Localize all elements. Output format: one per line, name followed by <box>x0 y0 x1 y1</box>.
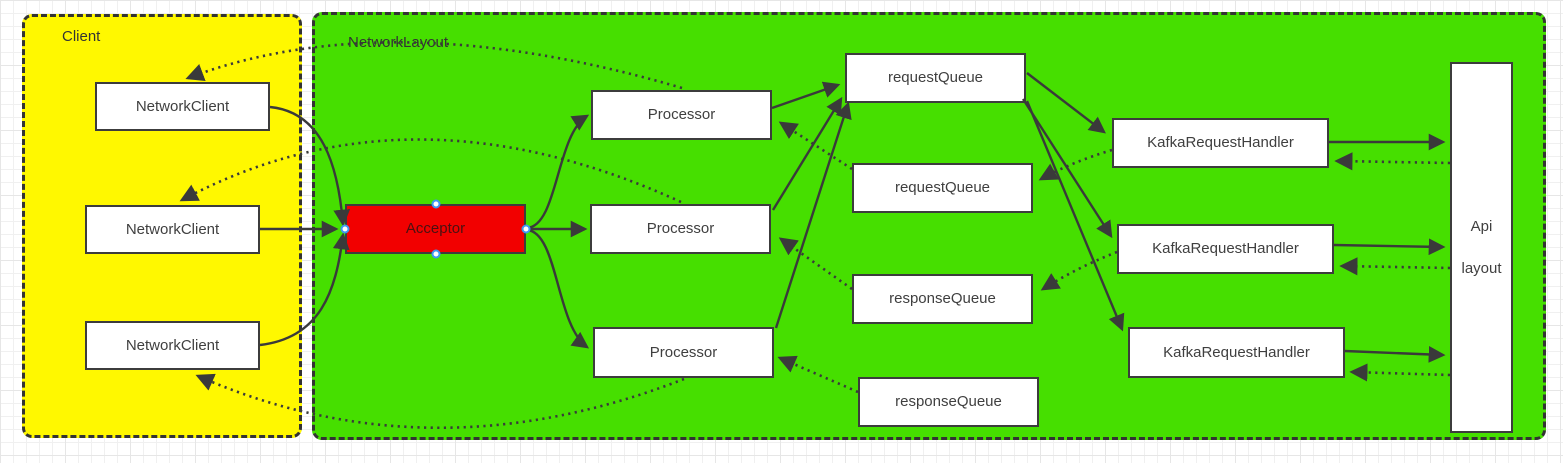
node-acceptor[interactable]: Acceptor <box>345 204 526 254</box>
edge-p2-nc2-dotted[interactable] <box>179 138 682 204</box>
container-network-layout-label: NetworkLayout <box>348 34 449 51</box>
node-api[interactable]: Api layout <box>1450 62 1513 433</box>
node-krh3[interactable]: KafkaRequestHandler <box>1128 327 1345 378</box>
node-nc1[interactable]: NetworkClient <box>95 82 270 131</box>
selection-handle[interactable] <box>431 199 440 209</box>
node-rq1[interactable]: requestQueue <box>845 53 1026 103</box>
container-client-label: Client <box>62 28 101 45</box>
edge-krh3-api-solid[interactable] <box>1344 346 1446 363</box>
edge-nc1-acceptor-solid[interactable] <box>269 105 351 227</box>
node-p1[interactable]: Processor <box>591 90 772 140</box>
edge-api-krh1-dotted[interactable] <box>1334 152 1451 171</box>
selection-handle[interactable] <box>431 249 440 259</box>
node-nc3[interactable]: NetworkClient <box>85 321 260 370</box>
edge-krh1-rq2-dotted[interactable] <box>1038 148 1113 181</box>
selection-handle[interactable] <box>340 224 350 234</box>
edge-p1-nc1-dotted[interactable] <box>185 41 683 90</box>
edge-acceptor-p3-solid[interactable] <box>526 228 590 349</box>
edge-krh2-api-solid[interactable] <box>1333 238 1446 256</box>
node-rq2[interactable]: requestQueue <box>852 163 1033 213</box>
edge-p1-rq1-solid[interactable] <box>771 81 841 110</box>
node-krh1[interactable]: KafkaRequestHandler <box>1112 118 1329 168</box>
edge-p2-rq1-solid[interactable] <box>771 96 843 211</box>
node-nc2[interactable]: NetworkClient <box>85 205 260 254</box>
edge-p3-rq1-solid[interactable] <box>774 101 852 329</box>
edge-p3-nc3-dotted[interactable] <box>195 373 685 430</box>
edge-krh2-respq1-dotted[interactable] <box>1040 250 1118 291</box>
edge-rq1-krh3-solid[interactable] <box>1025 100 1125 332</box>
edge-respq1-p2-dotted[interactable] <box>778 237 853 291</box>
selection-handle[interactable] <box>521 224 531 234</box>
node-p3[interactable]: Processor <box>593 327 774 378</box>
edge-nc3-acceptor-solid[interactable] <box>259 232 350 347</box>
edge-rq1-krh1-solid[interactable] <box>1026 72 1107 134</box>
edge-respq2-p3-dotted[interactable] <box>777 355 859 394</box>
edge-acceptor-p1-solid[interactable] <box>526 114 590 230</box>
node-respq1[interactable]: responseQueue <box>852 274 1033 324</box>
edge-api-krh2-dotted[interactable] <box>1339 257 1451 276</box>
node-respq2[interactable]: responseQueue <box>858 377 1039 427</box>
node-p2[interactable]: Processor <box>590 204 771 254</box>
edge-rq2-p1-dotted[interactable] <box>778 121 853 171</box>
node-krh2[interactable]: KafkaRequestHandler <box>1117 224 1334 274</box>
